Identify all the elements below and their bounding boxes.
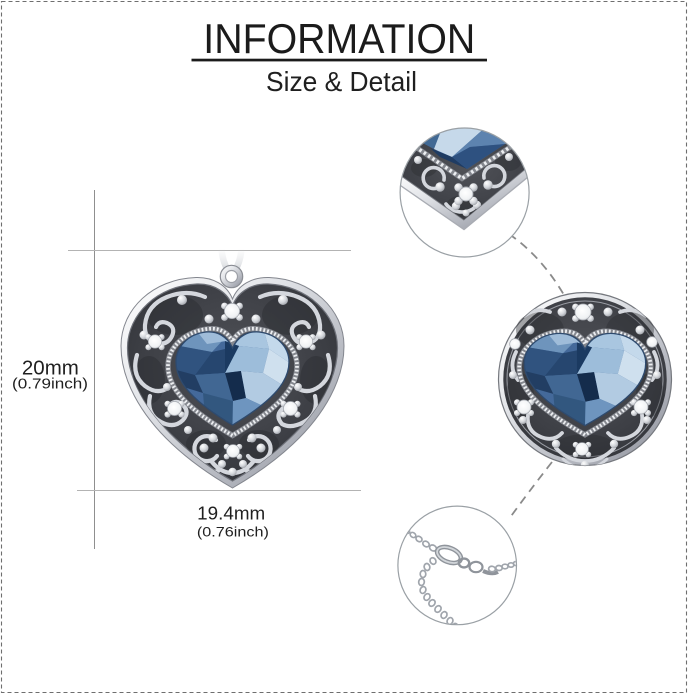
svg-text:(0.76inch): (0.76inch) (197, 524, 269, 540)
svg-text:(0.79inch): (0.79inch) (12, 377, 88, 393)
svg-text:20mm: 20mm (22, 358, 79, 380)
svg-text:Size & Detail: Size & Detail (266, 66, 417, 97)
svg-text:19.4mm: 19.4mm (197, 503, 265, 524)
svg-text:INFORMATION: INFORMATION (203, 15, 475, 62)
